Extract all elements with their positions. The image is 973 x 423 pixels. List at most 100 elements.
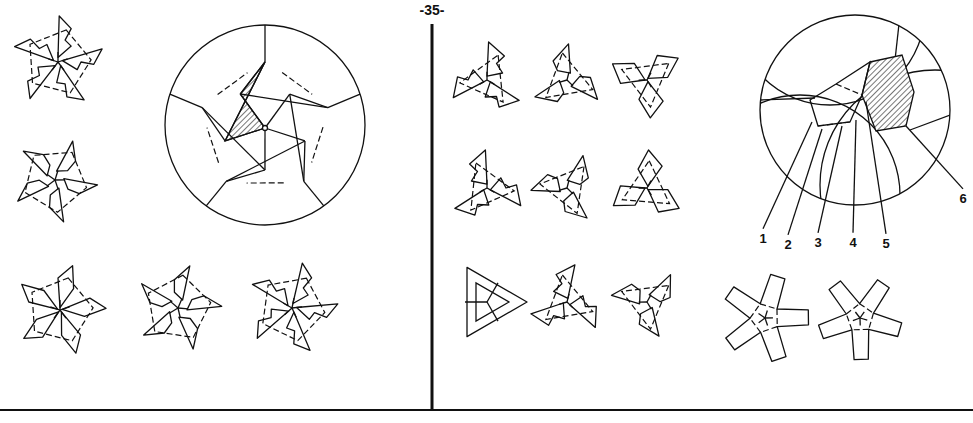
fold-line — [471, 163, 514, 210]
center-mark — [486, 180, 487, 188]
arc — [895, 15, 900, 60]
center-mark — [647, 295, 651, 302]
center-mark — [58, 62, 64, 70]
callout-number: 4 — [848, 236, 857, 250]
edge-line — [265, 94, 290, 128]
center-mark — [647, 302, 651, 309]
edge-line — [240, 62, 265, 94]
y-mark — [465, 301, 487, 302]
edge-line — [240, 94, 265, 128]
edge-line — [264, 128, 265, 170]
center-mark — [178, 308, 180, 318]
net-flap — [64, 179, 98, 194]
callout-number: 5 — [881, 237, 890, 251]
center-mark — [292, 298, 294, 308]
fold-line — [207, 128, 219, 163]
fold-line — [546, 275, 593, 320]
center-mark — [283, 303, 292, 308]
net-flap — [554, 265, 575, 299]
center-mark — [639, 79, 647, 80]
shaded-face — [862, 55, 914, 131]
center-mark — [60, 310, 66, 318]
page-number: -35- — [419, 3, 446, 18]
center-mark — [765, 310, 767, 318]
center-mark — [285, 308, 292, 315]
net-flap — [187, 296, 222, 310]
center-mark — [487, 80, 494, 84]
divider-line — [431, 24, 434, 410]
folding-net — [18, 141, 98, 222]
y-mark — [487, 283, 498, 302]
fold-line — [247, 182, 284, 183]
net-flap — [564, 192, 587, 218]
fold-line — [760, 304, 777, 309]
net-flap — [648, 56, 678, 79]
projection-circle — [165, 25, 365, 225]
arc — [910, 115, 950, 130]
center-mark — [567, 72, 569, 80]
net-flap — [22, 284, 58, 309]
center-mark — [486, 72, 487, 80]
folding-net — [253, 263, 338, 350]
fold-line — [750, 318, 761, 332]
net-flap — [453, 70, 483, 98]
net-flap — [62, 49, 102, 70]
center-mark — [860, 318, 867, 320]
center-mark — [567, 302, 573, 308]
center-mark — [647, 80, 651, 87]
folding-net — [613, 150, 679, 212]
fold-line — [860, 304, 874, 313]
star-net — [819, 280, 902, 360]
center-mark — [55, 180, 58, 189]
center-mark — [57, 52, 58, 62]
fold-line — [836, 84, 862, 95]
net-flap — [144, 312, 172, 335]
net-flap — [470, 150, 487, 184]
center-mark — [480, 188, 487, 192]
center-mark — [55, 179, 65, 180]
edge-line — [265, 128, 305, 141]
center-mark — [292, 308, 296, 317]
net-flap — [490, 178, 520, 206]
net-flap — [612, 284, 641, 304]
leader-line — [818, 126, 842, 233]
center-mark — [178, 307, 188, 309]
center-mark — [567, 188, 573, 194]
outer-circle — [165, 25, 365, 225]
fold-line — [622, 63, 669, 107]
center-mark — [647, 73, 651, 80]
net-flap — [487, 42, 504, 76]
center-mark — [58, 59, 68, 62]
center-mark — [559, 302, 567, 304]
center-mark — [639, 301, 647, 302]
edge-line — [328, 94, 360, 108]
net-flap — [142, 284, 172, 307]
fold-line — [460, 55, 503, 102]
center-mark — [647, 181, 651, 188]
fold-line — [263, 278, 325, 340]
net-flap — [567, 156, 588, 185]
net-flap — [571, 76, 597, 99]
fold-line — [622, 161, 669, 204]
folding-net — [531, 265, 596, 328]
center-mark — [170, 301, 178, 308]
net-flap — [553, 44, 570, 73]
edge-line — [225, 62, 265, 141]
fold-line — [218, 73, 248, 95]
edge-line — [304, 181, 324, 206]
leader-line — [866, 102, 886, 234]
great-circles — [700, 0, 973, 300]
fold-line — [761, 327, 778, 333]
center-mark — [855, 312, 860, 318]
edge-line — [226, 170, 265, 181]
edge-line — [206, 181, 226, 206]
fold-line — [622, 285, 669, 329]
leader-line — [853, 120, 856, 233]
triangle-net — [465, 267, 527, 336]
center-mark — [480, 80, 487, 84]
center-dot — [263, 126, 268, 131]
folding-net — [455, 150, 521, 215]
fold-line — [869, 313, 874, 329]
star-outline — [819, 280, 902, 360]
